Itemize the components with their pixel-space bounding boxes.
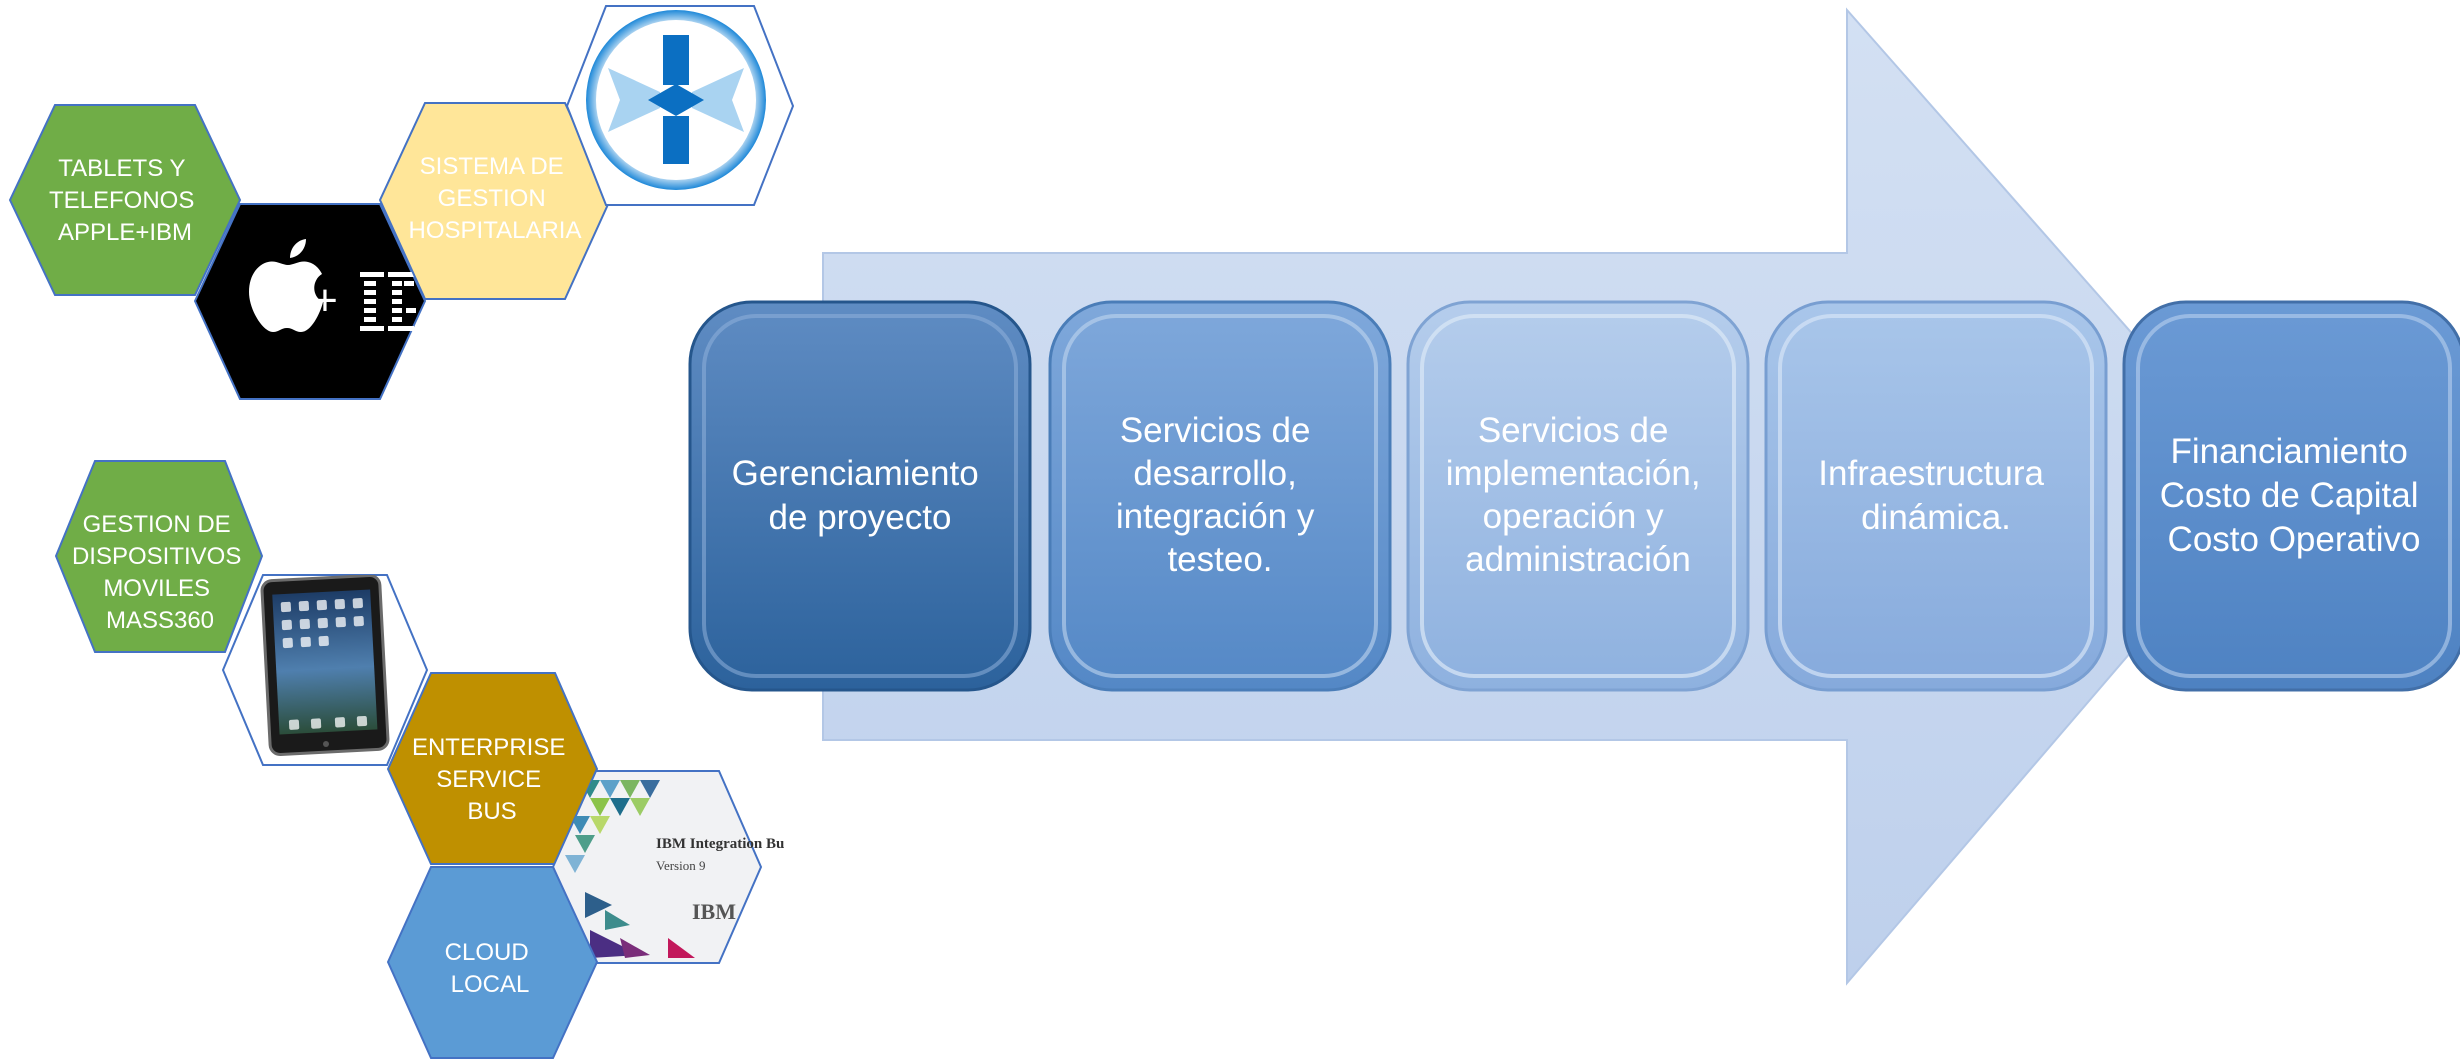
svg-text:SISTEMA DE GESTION: SISTEMA DE GESTION HOSPITALARIA: [409, 153, 582, 244]
hex-label-line: SERVICE: [436, 766, 541, 793]
step-label-line: desarrollo,: [1133, 454, 1296, 493]
medical-cross-icon: [608, 35, 744, 164]
step-label-line: integración y: [1116, 497, 1315, 536]
step-label-line: Financiamiento: [2170, 432, 2407, 471]
step-label-line: operación y: [1483, 497, 1664, 536]
svg-text:TABLETS Y TELEFONOS: TABLETS Y TELEFONOS APPLE+IBM: [49, 155, 201, 246]
hex-label-line: TELEFONOS: [49, 187, 194, 214]
svg-text:CLOUD LOCAL: CLOUD LOCAL: [445, 939, 536, 998]
process-step-project-management: Gerenciamiento de proyecto: [688, 300, 1032, 692]
hex-label-line: GESTION: [438, 185, 546, 212]
hex-enterprise-service-bus: ENTERPRISE SERVICE BUS: [386, 672, 599, 865]
process-step-implementation: Servicios de implementación, operación y…: [1406, 300, 1750, 692]
apple-logo-icon: [249, 239, 323, 332]
step-label-line: administración: [1465, 540, 1691, 579]
hex-label-line: DISPOSITIVOS: [72, 543, 241, 570]
process-step-financing: Financiamiento Costo de Capital Costo Op…: [2122, 300, 2460, 692]
hex-label-line: APPLE+IBM: [58, 219, 192, 246]
hex-label-line: MASS360: [106, 607, 214, 634]
step-label-line: testeo.: [1167, 540, 1272, 579]
step-label-line: Gerenciamiento: [732, 454, 979, 493]
step-label-line: de proyecto: [769, 498, 952, 537]
hex-ibm-integration-bus: IBM Integration Bu Version 9 IBM: [551, 770, 784, 964]
iib-version: Version 9: [656, 858, 705, 873]
hex-apple-ibm: +: [193, 203, 427, 400]
hex-ipad-image: [221, 574, 429, 766]
hex-label-line: GESTION DE: [83, 511, 231, 538]
hex-label-line: MOVILES: [103, 575, 210, 602]
svg-text:Gerenciamiento de proyec: Gerenciamiento de proyecto: [732, 454, 989, 537]
step-label-line: Costo Operativo: [2168, 520, 2421, 559]
process-step-development: Servicios de desarrollo, integración y t…: [1048, 300, 1392, 692]
step-label-line: dinámica.: [1861, 498, 2011, 537]
process-step-infrastructure: Infraestructura dinámica.: [1764, 300, 2108, 692]
svg-text:Servicios de implementac: Servicios de implementación, operación y…: [1446, 411, 1711, 579]
hex-label-line: ENTERPRISE: [412, 734, 565, 761]
svg-text:ENTERPRISE SERVICE: ENTERPRISE SERVICE BUS: [412, 734, 572, 825]
step-label-line: Infraestructura: [1818, 454, 2044, 493]
step-label-line: Servicios de: [1478, 411, 1669, 450]
step-label-line: Servicios de: [1120, 411, 1311, 450]
tablet-icon: [260, 575, 390, 756]
hex-hospital-system: SISTEMA DE GESTION HOSPITALARIA: [378, 102, 612, 300]
hex-tablets-phones: TABLETS Y TELEFONOS APPLE+IBM: [8, 104, 242, 296]
hex-label-line: CLOUD: [445, 939, 529, 966]
hex-label-line: SISTEMA DE: [420, 153, 564, 180]
svg-text:Servicios de desarrollo,: Servicios de desarrollo, integración y t…: [1116, 411, 1324, 579]
step-label-line: implementación,: [1446, 454, 1701, 493]
iib-ibm-logo: IBM: [692, 899, 736, 924]
hex-label-line: BUS: [467, 798, 516, 825]
plus-sign: +: [312, 276, 338, 325]
svg-text:GESTION DE DISPOSITIVOS: GESTION DE DISPOSITIVOS MOVILES MASS360: [72, 511, 248, 634]
hex-label-line: HOSPITALARIA: [409, 217, 582, 244]
svg-text:Financiamiento Costo de: Financiamiento Costo de Capital Costo Op…: [2160, 432, 2429, 559]
iib-title: IBM Integration Bu: [656, 836, 784, 852]
svg-text:Infraestructura dinámica: Infraestructura dinámica.: [1818, 454, 2053, 537]
ibm-logo-icon: [360, 272, 416, 331]
hex-cloud-local: CLOUD LOCAL: [386, 866, 599, 1059]
hex-mdm-mass360: GESTION DE DISPOSITIVOS MOVILES MASS360: [54, 460, 264, 653]
hex-hospital-logo: [565, 5, 795, 206]
step-label-line: Costo de Capital: [2160, 476, 2419, 515]
hex-label-line: TABLETS Y: [58, 155, 185, 182]
triangle-pattern-icon: [565, 780, 695, 958]
hex-label-line: LOCAL: [451, 971, 530, 998]
